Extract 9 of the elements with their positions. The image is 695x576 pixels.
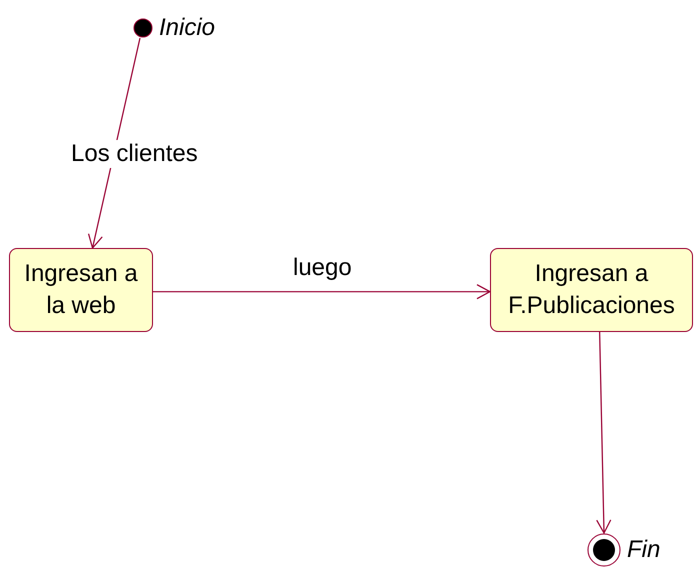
state-name: Inicio <box>159 14 216 42</box>
state-label: Ingresan a la web <box>23 258 139 321</box>
state-label: Ingresan a F.Publicaciones <box>507 258 676 321</box>
transition-arrow <box>153 284 491 300</box>
state-box <box>9 248 153 332</box>
transition-arrow <box>596 332 612 534</box>
edge-label: Los clientes <box>70 140 199 168</box>
state-box <box>490 248 693 332</box>
state-name: Fin <box>627 536 660 564</box>
